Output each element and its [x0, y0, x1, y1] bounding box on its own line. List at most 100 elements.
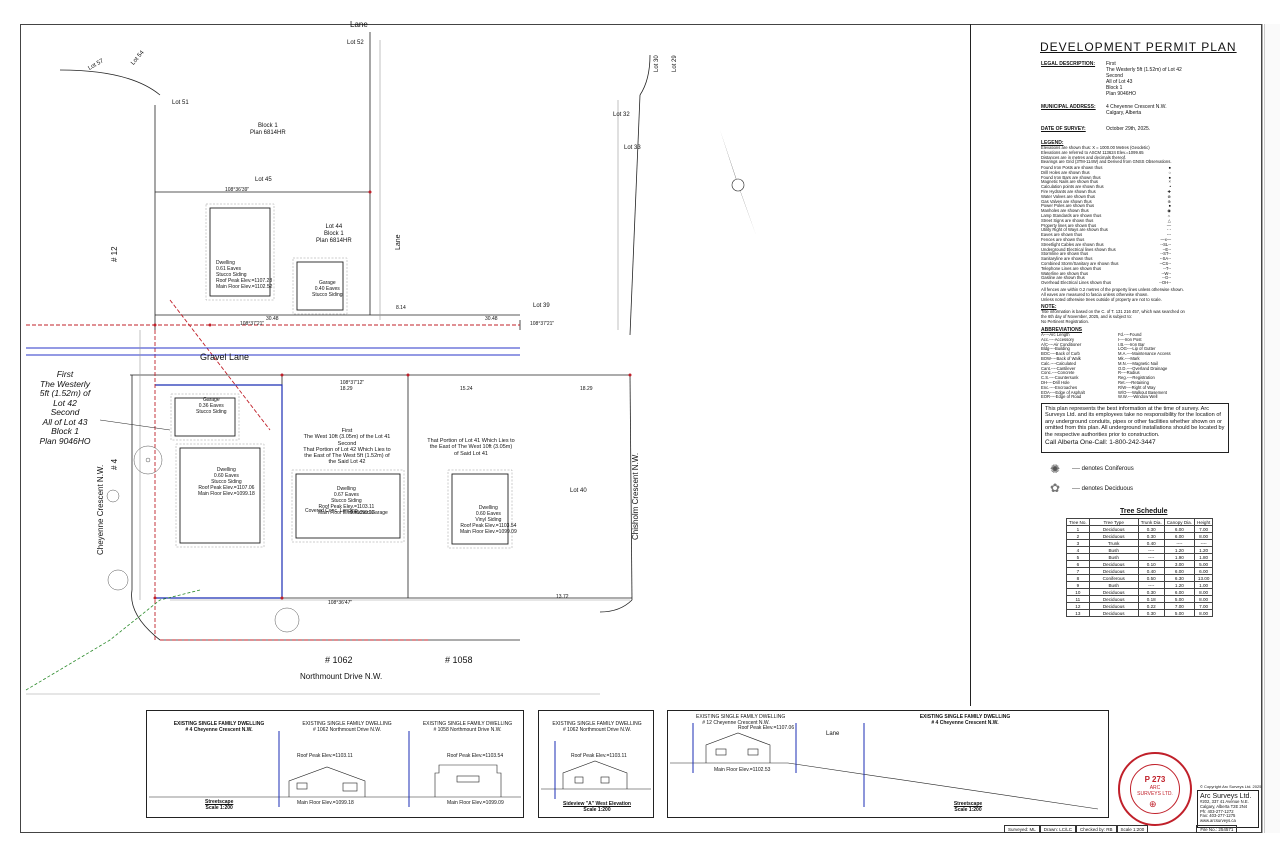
legend-item-text: Gas Valves are shown thus	[1041, 198, 1092, 204]
tree-schedule-cell: 6.00	[1163, 532, 1196, 540]
abbreviation-item: O.D.----Overland Drainage	[1118, 365, 1168, 371]
legend-item: Drill Holes are shown thus○	[1041, 169, 1171, 176]
title-scale: Scale 1:200	[1116, 825, 1149, 833]
lot29-label: Lot 29	[672, 55, 678, 72]
house-number-1062: # 1062	[325, 655, 353, 665]
tree-schedule-cell: 8.00	[1194, 609, 1214, 617]
tree-schedule-header-cell: Canopy Dia.	[1163, 518, 1196, 526]
date-of-survey-label: DATE OF SURVEY:	[1041, 126, 1086, 132]
lane-mid-label: Lane	[395, 234, 402, 250]
tree-schedule-cell: Deciduous	[1088, 567, 1139, 575]
legend-item-text: Fences are shown thus	[1041, 236, 1085, 242]
attached-garage-label: Attached Garage	[350, 510, 388, 516]
dim-label: 30.48	[485, 316, 498, 322]
cheyenne-label: Cheyenne Crescent N.W.	[96, 464, 105, 555]
tree-schedule-cell: Deciduous	[1088, 525, 1139, 533]
file-number: File No.: 254571	[1196, 825, 1238, 833]
legend-intro: Elevations are shown thus: X = 1000.00 M…	[1041, 145, 1172, 165]
tree-schedule-cell: 11	[1066, 595, 1090, 603]
chisholm-label: Chisholm Crescent N.W.	[631, 452, 640, 540]
legend-symbol-icon: ☼	[1167, 212, 1171, 218]
legend-items: Found Iron Posts are shown thus●Drill Ho…	[1041, 165, 1181, 286]
tree-schedule-cell: 7.00	[1194, 525, 1214, 533]
tree-schedule-title: Tree Schedule	[1120, 508, 1168, 515]
northmount-label: Northmount Drive N.W.	[300, 672, 383, 681]
streetscape-3-drawing	[670, 723, 1099, 810]
abbreviation-item: BOC----Back of Curb	[1041, 351, 1080, 357]
legend-item: Eaves are shown thus---	[1041, 232, 1171, 238]
legend-item: Street Signs are shown thus△	[1041, 217, 1171, 224]
streetscape-3-main: Main Floor Elev.=1102.53	[714, 767, 771, 773]
tree-schedule-cell: 8.00	[1194, 595, 1214, 603]
abbreviation-item: M.N.----Magnetic Nail	[1118, 360, 1158, 366]
sheet-divider	[1262, 24, 1263, 833]
legend-symbol-icon: ×	[1168, 179, 1171, 185]
lot51-label: Lot 51	[172, 100, 189, 106]
tree-schedule-cell: 1	[1066, 525, 1090, 533]
legend-item-text: Waterline are shown thus	[1041, 270, 1089, 276]
tree-schedule-cell: 6.00	[1163, 525, 1196, 533]
tree-schedule-cell: 1.80	[1194, 553, 1214, 561]
abbreviation-item: Fd.----Found	[1118, 332, 1142, 337]
legend-symbol-icon: △	[1167, 217, 1171, 223]
tree-schedule-cell: 13	[1066, 609, 1090, 617]
streetscape-1-main1: Main Floor Elev.=1099.18	[297, 800, 354, 806]
legend-item: Streetlight Cables are shown thus--SL--	[1041, 242, 1171, 248]
site-plan-drawing	[25, 32, 756, 695]
tree-schedule-cell: 5	[1066, 553, 1090, 561]
deciduous-symbol-icon: ✿	[1050, 481, 1061, 495]
tree-schedule-cell: 8	[1066, 574, 1090, 582]
legend-item-text: Sanitaryline are shown thus	[1041, 256, 1093, 262]
abbreviation-item: Mk.----Mark	[1118, 355, 1140, 361]
lot45-label: Lot 45	[255, 177, 272, 183]
tree-schedule-cell: 5.00	[1163, 595, 1196, 603]
legend-symbol-icon: ◉	[1167, 208, 1171, 214]
legend-symbol-icon: —	[1166, 222, 1171, 228]
legal-description-label: LEGAL DESCRIPTION:	[1041, 61, 1096, 67]
legend-label: LEGEND:	[1041, 140, 1064, 146]
tree-schedule-cell: 0.50	[1137, 574, 1165, 582]
streetscape-3-roof: Roof Peak Elev.=1107.06	[738, 725, 795, 731]
tree-schedule-cell: 1.20	[1163, 581, 1196, 589]
legend-symbol-icon: --G--	[1162, 275, 1171, 281]
streetscape-1-roof2: Roof Peak Elev.=1103.54	[447, 753, 504, 759]
tree-schedule-cell: 3	[1066, 539, 1090, 547]
legend-symbol-icon: --SA--	[1159, 256, 1171, 262]
deciduous-legend: ---- denotes Deciduous	[1072, 486, 1134, 492]
legend-symbol-icon: ●	[1168, 174, 1171, 180]
tree-schedule-cell: 12	[1066, 602, 1090, 610]
legend-item-text: Drill Holes are shown thus	[1041, 169, 1090, 175]
tree-schedule-cell: 0.18	[1137, 595, 1165, 603]
streetscape-panel-3: EXISTING SINGLE FAMILY DWELLING# 12 Chey…	[667, 710, 1109, 818]
abbreviation-item: DH----Drill Hole	[1041, 379, 1070, 385]
legend-symbol-icon: ⊗	[1167, 193, 1171, 199]
tree-schedule-header-cell: Tree Type	[1088, 518, 1139, 526]
legend-item-text: Water Valves are shown thus	[1041, 193, 1095, 199]
tree-schedule-cell: 10	[1066, 588, 1090, 596]
legend-item-text: Utility Right of Ways are shown thus	[1041, 227, 1108, 233]
tree-schedule-cell: 6	[1066, 560, 1090, 568]
legend-item: Telephone Lines are shown thus--T--	[1041, 266, 1171, 272]
tree-schedule-cell: 1.20	[1163, 546, 1196, 554]
legend-item-text: Stormline are shown thus	[1041, 251, 1089, 257]
tree-schedule-cell: 7.00	[1163, 602, 1196, 610]
legend-item-text: Power Poles are shown thus	[1041, 203, 1095, 209]
dim-label: 18.29	[580, 386, 593, 392]
legend-item-text: Found Iron Posts are shown thus	[1041, 165, 1103, 170]
dim-label: 108°37'12"	[340, 380, 365, 386]
tree-schedule-cell: 13.00	[1194, 574, 1214, 582]
legend-item: Manholes are shown thus◉	[1041, 208, 1171, 214]
legend-item: Fences are shown thus—x—	[1041, 236, 1171, 243]
legend-item: Water Valves are shown thus ⊗	[1041, 193, 1171, 200]
legend-item-text: Lamp Standards are shown thus	[1041, 212, 1102, 218]
legend-symbol-icon: --E--	[1162, 246, 1171, 252]
